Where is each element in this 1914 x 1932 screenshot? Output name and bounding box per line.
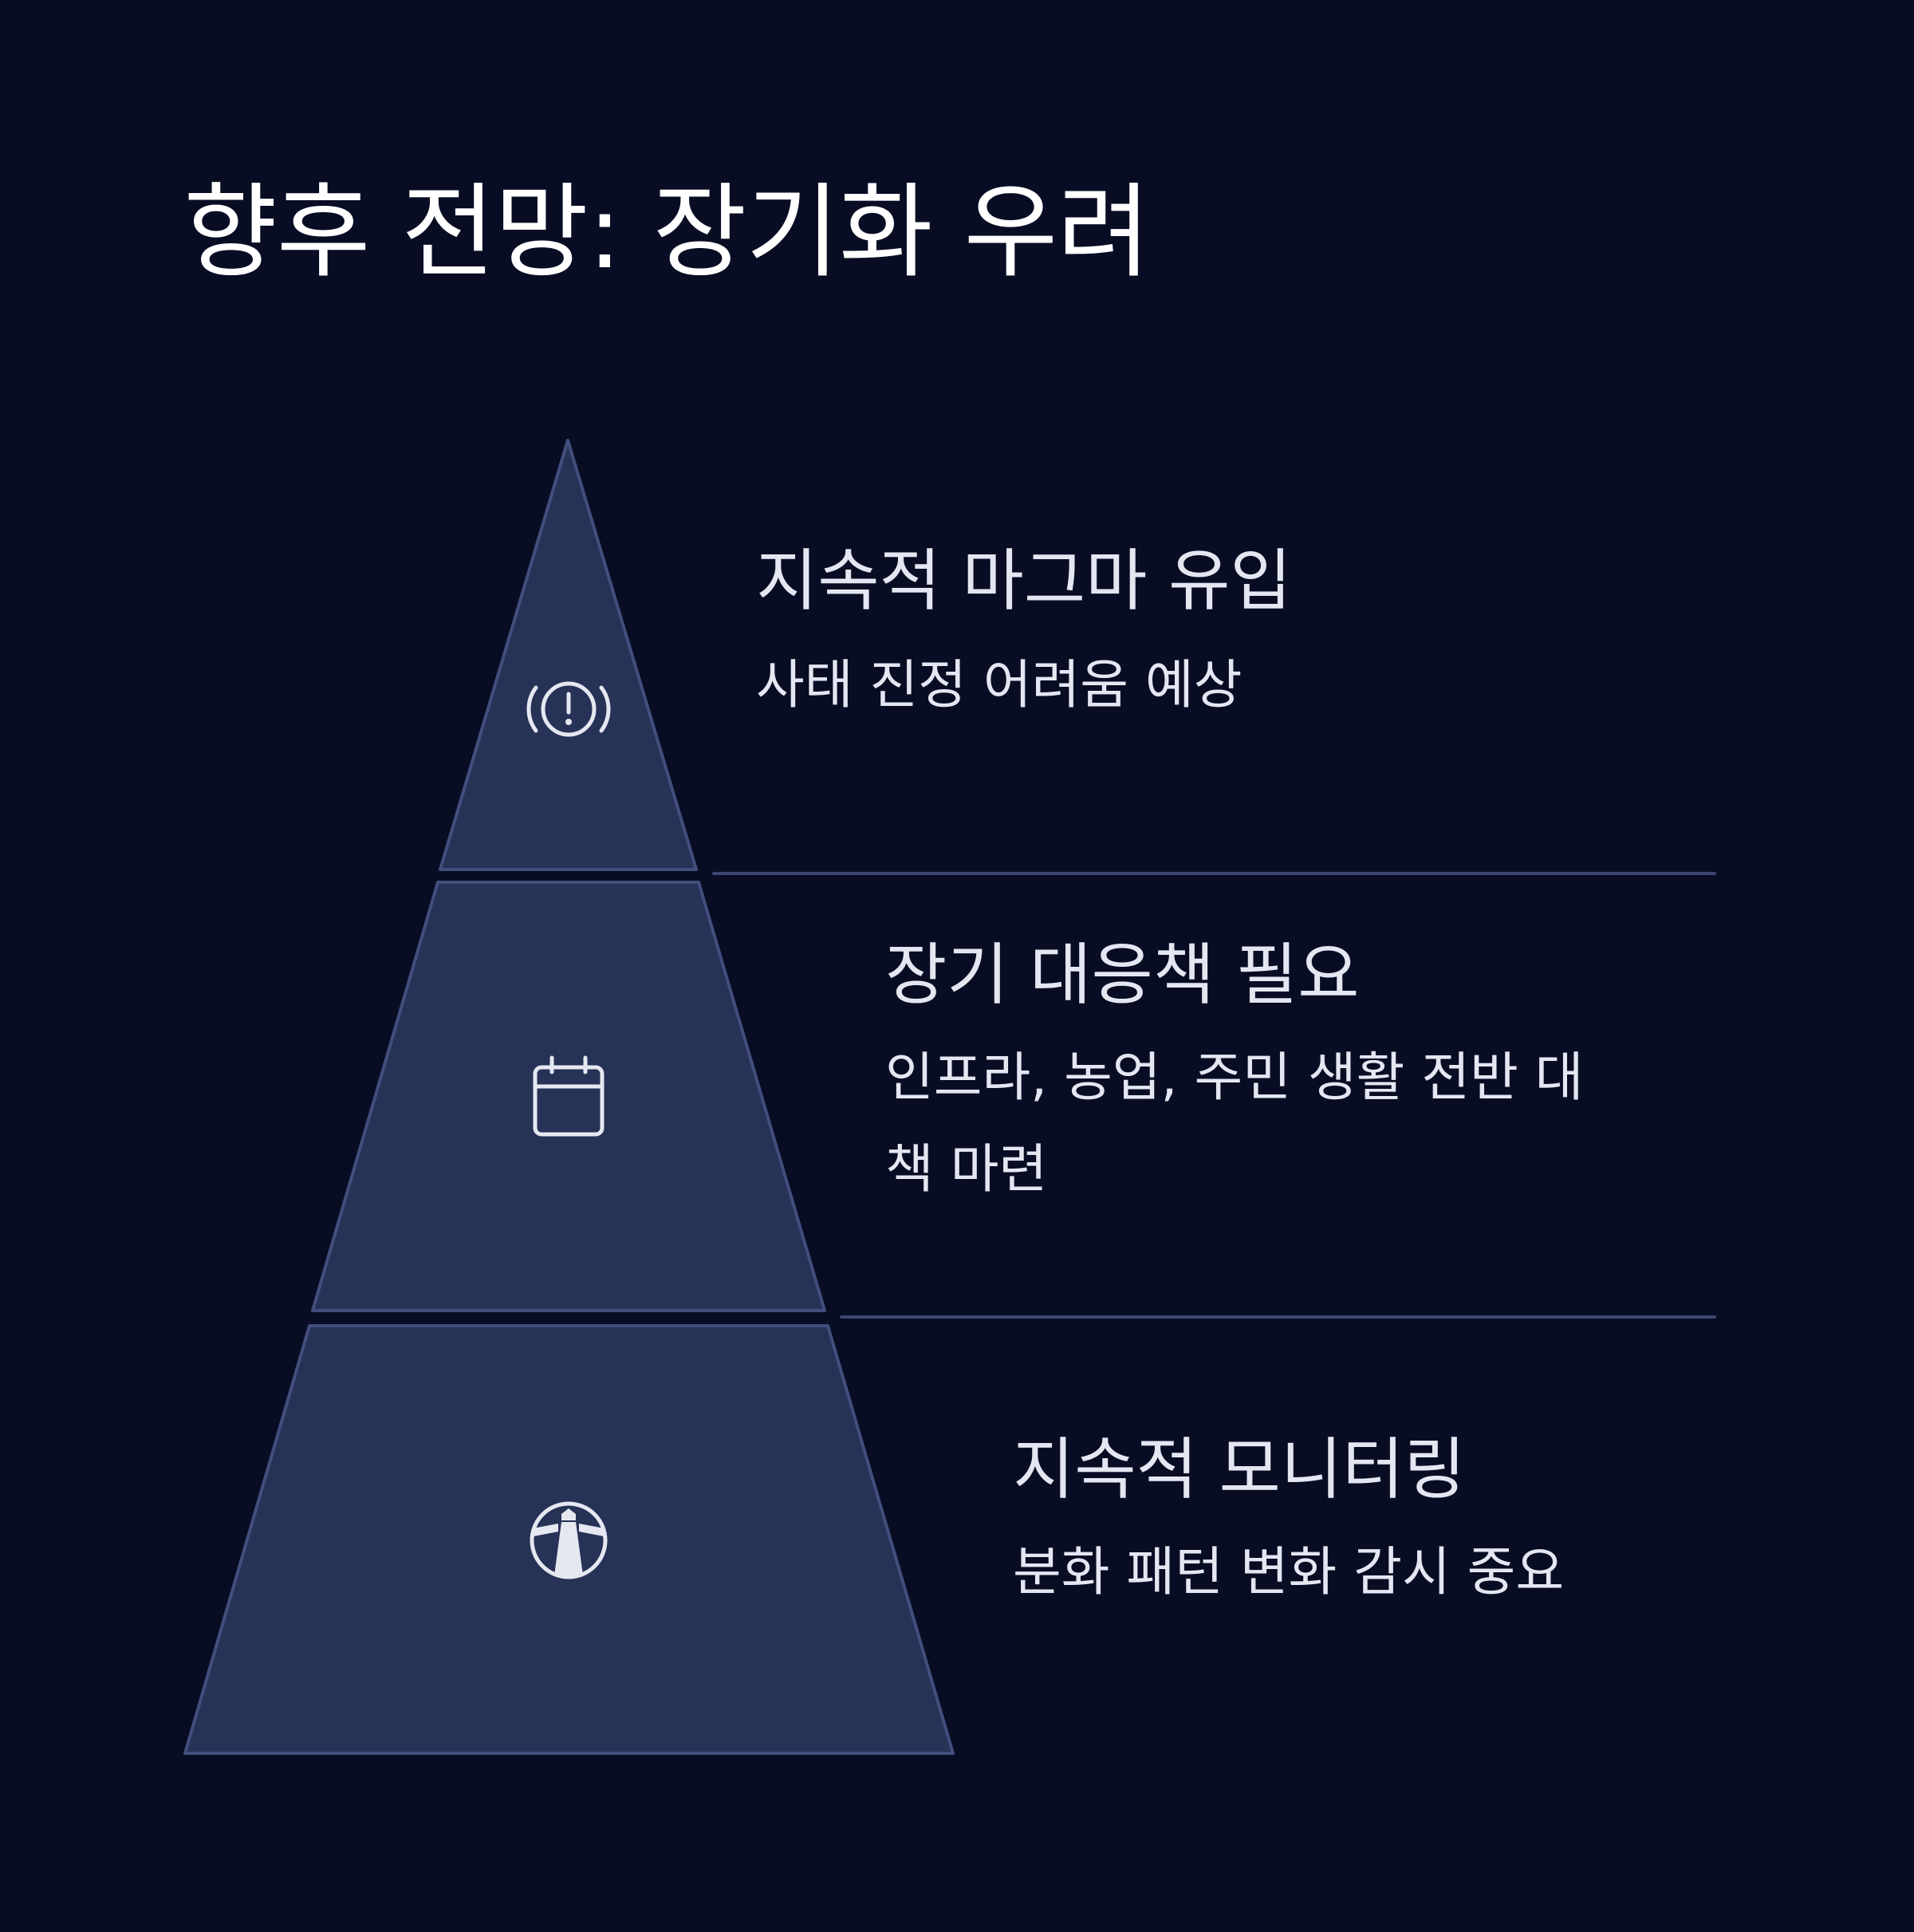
tier-middle-heading: 장기 대응책 필요 xyxy=(885,936,1360,1014)
pyramid-tier-top xyxy=(439,439,698,871)
pyramid-tier-middle xyxy=(311,881,826,1312)
tier-bottom-text: 지속적 모니터링 분화 패턴 변화 감시 중요 xyxy=(1013,1429,1564,1618)
tier-top-heading: 지속적 마그마 유입 xyxy=(756,542,1292,620)
tier-bottom-heading: 지속적 모니터링 xyxy=(1013,1430,1466,1508)
tier-middle-description-line-2: 책 마련 xyxy=(885,1138,1048,1201)
tier-top-description: 사태 진정 어려움 예상 xyxy=(756,653,1243,716)
calendar-icon xyxy=(533,1055,605,1137)
tier-middle-text: 장기 대응책 필요 인프라, 농업, 주민 생활 전반 대 책 마련 xyxy=(885,935,1584,1216)
tier-bottom-description: 분화 패턴 변화 감시 중요 xyxy=(1013,1540,1565,1603)
lighthouse-icon xyxy=(530,1501,608,1579)
page-title: 향후 전망: 장기화 우려 xyxy=(183,173,1151,292)
alert-circle-icon xyxy=(526,681,611,737)
tier-middle-description-line-1: 인프라, 농업, 주민 생활 전반 대 xyxy=(885,1046,1584,1108)
tier-top-text: 지속적 마그마 유입 사태 진정 어려움 예상 xyxy=(756,541,1292,731)
